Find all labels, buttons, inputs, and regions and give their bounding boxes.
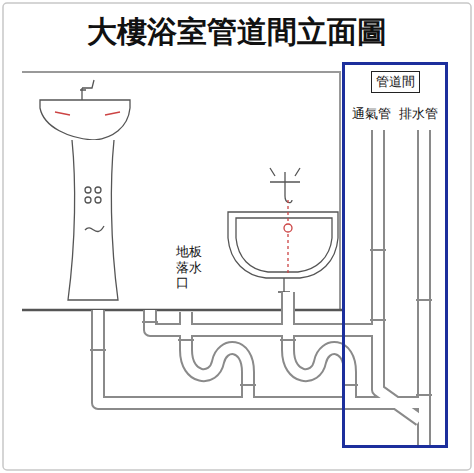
shaft-label-box: 管道間 — [371, 71, 420, 93]
diagram-title: 大樓浴室管道間立面圖 — [87, 12, 387, 53]
floor-drain-label: 地板落水口 — [176, 244, 202, 291]
shaft-heading: 管道間 — [376, 73, 415, 91]
room-wall — [22, 72, 340, 310]
outer-frame — [3, 3, 471, 470]
shaft-box: 通氣管排水管 管道間 — [342, 62, 448, 448]
bath-basin — [228, 168, 338, 292]
pipe-label: 排水管 — [399, 105, 438, 123]
pedestal-sink — [40, 80, 130, 300]
pipe-label: 通氣管 — [352, 105, 391, 123]
drain-pipes — [90, 130, 432, 446]
